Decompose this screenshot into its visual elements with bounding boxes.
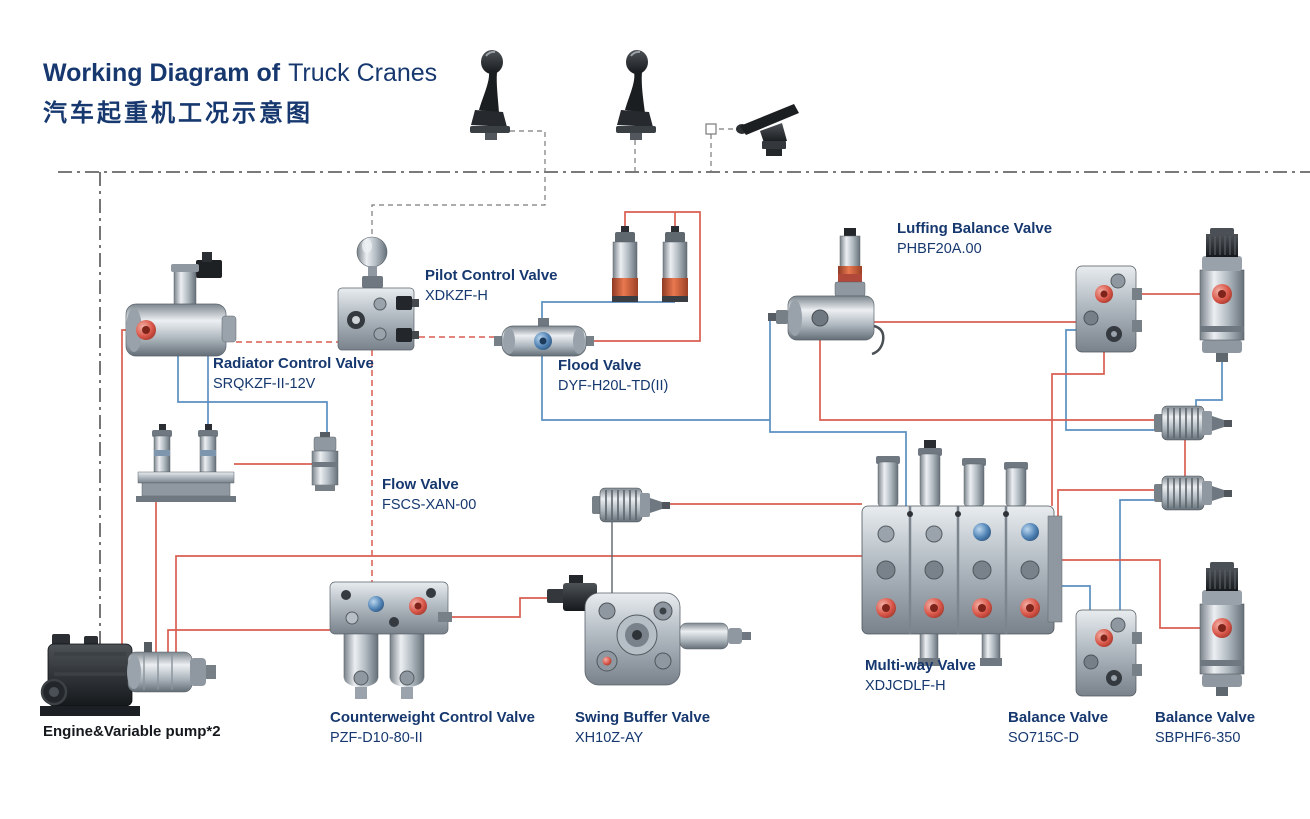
label-pilot-control-valve: Pilot Control Valve XDKZF-H [425,266,558,306]
component-name: Flow Valve [382,476,459,493]
component-name: Swing Buffer Valve [575,709,711,726]
radiator-control-valve-graphic [125,252,237,357]
label-radiator-control-valve: Radiator Control Valve SRQKZF-II-12V [213,354,374,394]
balance-valve-so715c-graphic [1075,609,1143,697]
component-name: Multi-way Valve [865,657,976,674]
label-swing-buffer-valve: Swing Buffer Valve XH10Z-AY [575,708,710,748]
foot-pedal-icon [736,104,799,156]
label-balance-valve-sbphf6: Balance Valve SBPHF6-350 [1155,708,1255,748]
component-model: SBPHF6-350 [1155,730,1241,746]
luffing-balance-valve-graphic [768,228,885,356]
component-model: DYF-H20L-TD(II) [558,378,669,394]
label-flow-valve: Flow Valve FSCS-XAN-00 [382,475,476,515]
counterweight-control-valve-graphic [329,581,452,699]
accumulator-right-graphic [661,225,689,303]
component-name: Pilot Control Valve [425,267,558,284]
winch-motor-lower-graphic [1153,475,1233,511]
engine-pump-graphic [40,634,216,716]
balance-valve-upper-graphic [1075,265,1143,353]
title-en-bold: Working Diagram of [43,59,281,87]
multi-way-valve-graphic [861,440,1063,666]
label-flood-valve: Flood Valve DYF-H20L-TD(II) [558,356,668,396]
component-model: SRQKZF-II-12V [213,376,316,392]
balance-cartridge-upper-graphic [1199,227,1245,363]
winch-motor-upper-graphic [1153,405,1233,441]
component-model: XDJCDLF-H [865,678,946,694]
component-model: PZF-D10-80-II [330,730,423,746]
component-name: Balance Valve [1008,709,1109,726]
component-name: Luffing Balance Valve [897,220,1053,237]
accumulator-left-graphic [611,225,639,303]
label-balance-valve-so715c: Balance Valve SO715C-D [1008,708,1108,748]
pilot-joystick-left-icon [470,50,510,140]
pedal-connector-box [705,123,717,135]
component-name: Flood Valve [558,357,642,374]
component-model: SO715C-D [1008,730,1079,746]
flood-valve-graphic [494,318,594,357]
label-luffing-balance-valve: Luffing Balance Valve PHBF20A.00 [897,219,1052,259]
component-name: Radiator Control Valve [213,355,374,372]
boundary-dashdot-lines [58,171,1310,650]
component-name: Engine&Variable pump*2 [43,723,221,740]
swing-motor-graphic [591,487,671,523]
pilot-joystick-right-icon [616,50,656,140]
component-model: XDKZF-H [425,288,488,304]
pilot-dashed-red-lines [236,336,494,582]
component-name: Counterweight Control Valve [330,709,536,726]
component-model: XH10Z-AY [575,730,644,746]
label-multi-way-valve: Multi-way Valve XDJCDLF-H [865,656,976,696]
title-en-light: Truck Cranes [288,59,438,87]
title-chinese: 汽车起重机工况示意图 [43,100,313,127]
label-engine-pump: Engine&Variable pump*2 [43,722,221,742]
pilot-control-valve-graphic [337,236,419,351]
flow-valve-cartridge-graphic [311,432,339,491]
label-counterweight-control-valve: Counterweight Control Valve PZF-D10-80-I… [330,708,535,748]
component-model: FSCS-XAN-00 [382,497,477,513]
component-model: PHBF20A.00 [897,241,982,257]
balance-valve-sbphf6-graphic [1199,561,1245,697]
swing-buffer-valve-graphic [547,575,751,686]
flow-valve-graphic [136,424,236,502]
component-name: Balance Valve [1155,709,1256,726]
control-dashed-lines [371,128,742,235]
